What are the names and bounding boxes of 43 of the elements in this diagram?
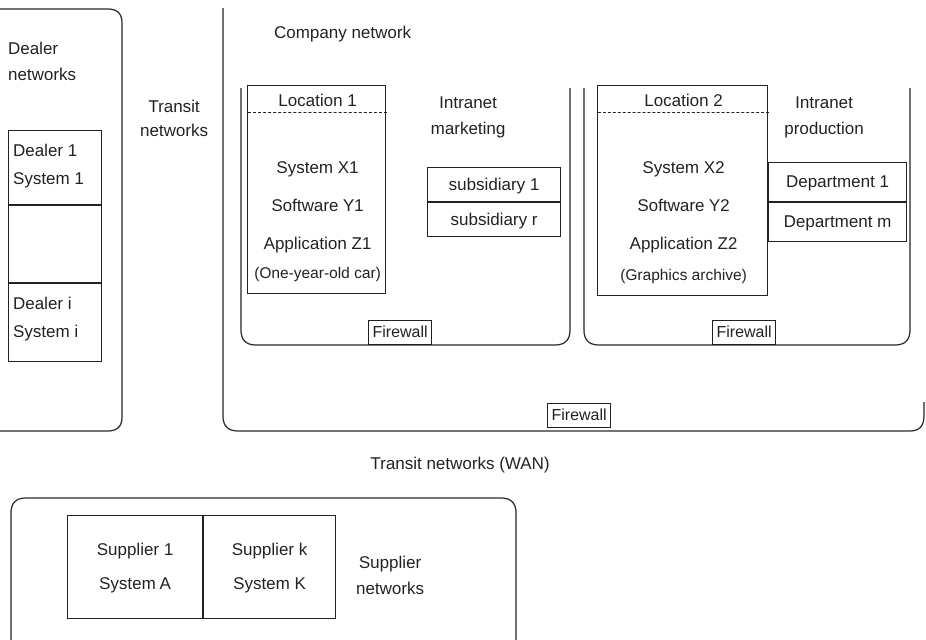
network-container bbox=[10, 497, 517, 640]
node-label: Dealer 1 System 1 bbox=[13, 140, 85, 190]
network-container bbox=[0, 8, 124, 432]
network-label: Supplier networks bbox=[354, 552, 426, 600]
firewall-label: Firewall bbox=[551, 406, 607, 426]
network-label: Intranet marketing bbox=[430, 92, 506, 140]
network-label: Transit networks bbox=[138, 96, 210, 142]
node-label: Department m bbox=[784, 212, 892, 232]
firewall-label: Firewall bbox=[372, 322, 428, 342]
location-note: (Graphics archive) bbox=[619, 266, 748, 286]
intranet-container bbox=[583, 88, 911, 346]
network-label: Dealer networks bbox=[8, 38, 78, 86]
system-box bbox=[547, 403, 611, 428]
system-box bbox=[427, 202, 561, 237]
network-label: Company network bbox=[274, 22, 412, 44]
node-label: Supplier 1 System A bbox=[96, 539, 174, 595]
system-list: System X2 Software Y2 Application Z2 bbox=[620, 149, 748, 263]
node-label: subsidiary 1 bbox=[448, 174, 540, 194]
network-label: Intranet production bbox=[783, 92, 865, 140]
firewall-label: Firewall bbox=[716, 322, 772, 342]
system-box bbox=[768, 202, 907, 242]
system-box bbox=[8, 283, 102, 362]
location-note: (One-year-old car) bbox=[253, 264, 382, 284]
location-heading: Location 2 bbox=[643, 90, 724, 112]
system-list: System X1 Software Y1 Application Z1 bbox=[254, 149, 382, 263]
node-label: subsidiary r bbox=[450, 210, 538, 230]
system-box bbox=[203, 515, 336, 619]
system-box bbox=[67, 515, 203, 619]
network-container bbox=[222, 8, 926, 432]
system-box bbox=[712, 320, 776, 345]
location-box bbox=[247, 85, 386, 294]
node-label: Dealer i System i bbox=[13, 293, 80, 343]
location-heading: Location 1 bbox=[277, 90, 358, 112]
system-box bbox=[427, 167, 561, 202]
system-box bbox=[8, 130, 102, 205]
network-label: Transit networks (WAN) bbox=[369, 453, 551, 475]
system-box bbox=[768, 162, 907, 202]
node-label: Supplier k System K bbox=[230, 539, 308, 595]
node-label: Department 1 bbox=[786, 172, 889, 192]
intranet-container bbox=[240, 88, 571, 346]
system-box bbox=[368, 320, 432, 345]
location-box bbox=[597, 85, 768, 296]
empty-box bbox=[8, 205, 102, 283]
